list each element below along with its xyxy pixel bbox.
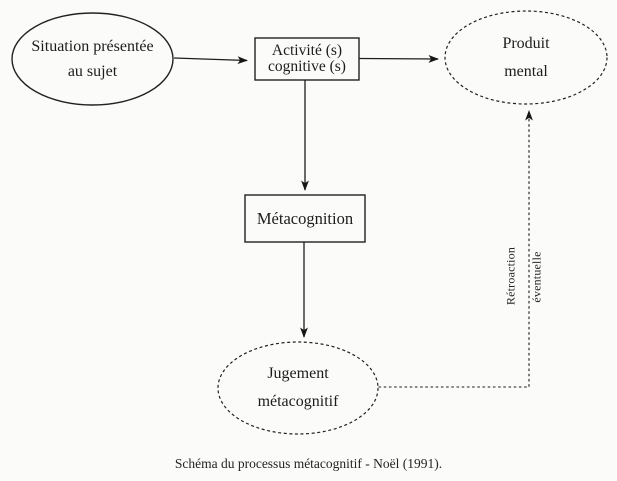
- feedback-dashed-arrow-jugement-to-produit: [378, 110, 533, 388]
- arrow-activite-to-produit: [359, 55, 439, 63]
- node-metacognition-rect: [244, 194, 366, 243]
- diagram-caption: Schéma du processus métacognitif - Noël …: [174, 456, 443, 471]
- node-produit-ellipse: [444, 10, 608, 105]
- node-situation-ellipse: [11, 12, 174, 106]
- node-activite-rect: [254, 37, 360, 81]
- node-jugement-ellipse: [217, 341, 379, 435]
- arrow-situation-to-activite: [173, 56, 248, 65]
